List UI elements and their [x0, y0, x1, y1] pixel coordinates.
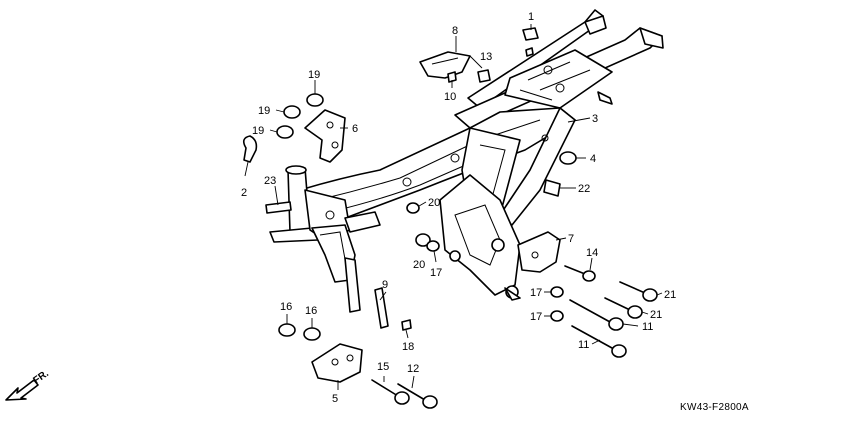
callout-19c: 19 — [252, 125, 264, 137]
part-17-washer-c — [550, 310, 564, 322]
callout-labels: 1 2 3 4 5 6 7 8 9 10 11 11 12 13 14 15 1… — [241, 11, 676, 405]
part-12-bolt — [397, 383, 438, 409]
part-16-nut-b — [303, 327, 321, 341]
front-arrow-icon — [5, 379, 39, 401]
callout-3: 3 — [592, 113, 598, 125]
part-16-nut-a — [278, 323, 296, 337]
part-18-screw — [401, 319, 412, 331]
part-4-nut — [559, 151, 577, 165]
callout-11a: 11 — [642, 321, 653, 333]
part-9-strap — [374, 287, 389, 329]
callout-21b: 21 — [650, 309, 662, 321]
part-19-nut-c — [276, 125, 294, 139]
callout-17c: 17 — [530, 311, 542, 323]
callout-7: 7 — [568, 233, 574, 245]
callout-13: 13 — [480, 51, 492, 63]
part-22-bush — [543, 179, 561, 197]
part-14-bolt — [564, 265, 596, 282]
callout-8: 8 — [452, 25, 458, 37]
part-1-stem — [525, 47, 534, 57]
part-1-nut — [522, 27, 539, 41]
callout-17b: 17 — [530, 287, 542, 299]
part-5-bracket — [311, 343, 363, 383]
callout-10: 10 — [444, 91, 456, 103]
callout-20a: 20 — [428, 197, 440, 209]
callout-6: 6 — [352, 123, 358, 135]
callout-14: 14 — [586, 247, 598, 259]
part-17-washer-a — [426, 240, 440, 252]
callout-5: 5 — [332, 393, 338, 405]
callout-21a: 21 — [664, 289, 676, 301]
callout-11b: 11 — [578, 339, 589, 351]
diagram-code: KW43-F2800A — [680, 402, 749, 413]
part-7-bracket — [517, 231, 561, 273]
part-11-bolt-a — [569, 299, 624, 331]
part-23-pin — [265, 201, 292, 214]
leader-lines — [244, 24, 663, 390]
callout-23: 23 — [264, 175, 276, 187]
callout-9: 9 — [382, 279, 388, 291]
callout-17a: 17 — [430, 267, 442, 279]
callout-16a: 16 — [280, 301, 292, 313]
part-20-collar-b — [415, 233, 431, 247]
part-10-clip — [447, 71, 457, 83]
part-19-nut-b — [283, 105, 301, 119]
part-17-washer-b — [550, 286, 564, 298]
part-19-nut-a — [306, 93, 324, 107]
part-8-clamp — [419, 51, 471, 79]
main-frame — [269, 9, 664, 313]
part-15-bolt — [371, 379, 410, 405]
callout-19a: 19 — [308, 69, 320, 81]
part-13-bolt — [477, 69, 491, 83]
part-11-bolt-b — [571, 325, 627, 358]
callout-16b: 16 — [305, 305, 317, 317]
callout-22: 22 — [578, 183, 590, 195]
callout-2: 2 — [241, 187, 247, 199]
part-21-bolt-b — [604, 297, 643, 319]
front-direction-indicator: FR. — [5, 368, 51, 401]
callout-18: 18 — [402, 341, 414, 353]
callout-4: 4 — [590, 153, 596, 165]
part-2-hook — [242, 135, 258, 163]
part-6-bracket — [304, 109, 346, 163]
part-20-collar-a — [406, 202, 420, 214]
part-21-bolt-a — [619, 281, 658, 302]
callout-15: 15 — [377, 361, 389, 373]
callout-1: 1 — [528, 11, 534, 23]
callout-20b: 20 — [413, 259, 425, 271]
callout-19b: 19 — [258, 105, 270, 117]
callout-12: 12 — [407, 363, 419, 375]
